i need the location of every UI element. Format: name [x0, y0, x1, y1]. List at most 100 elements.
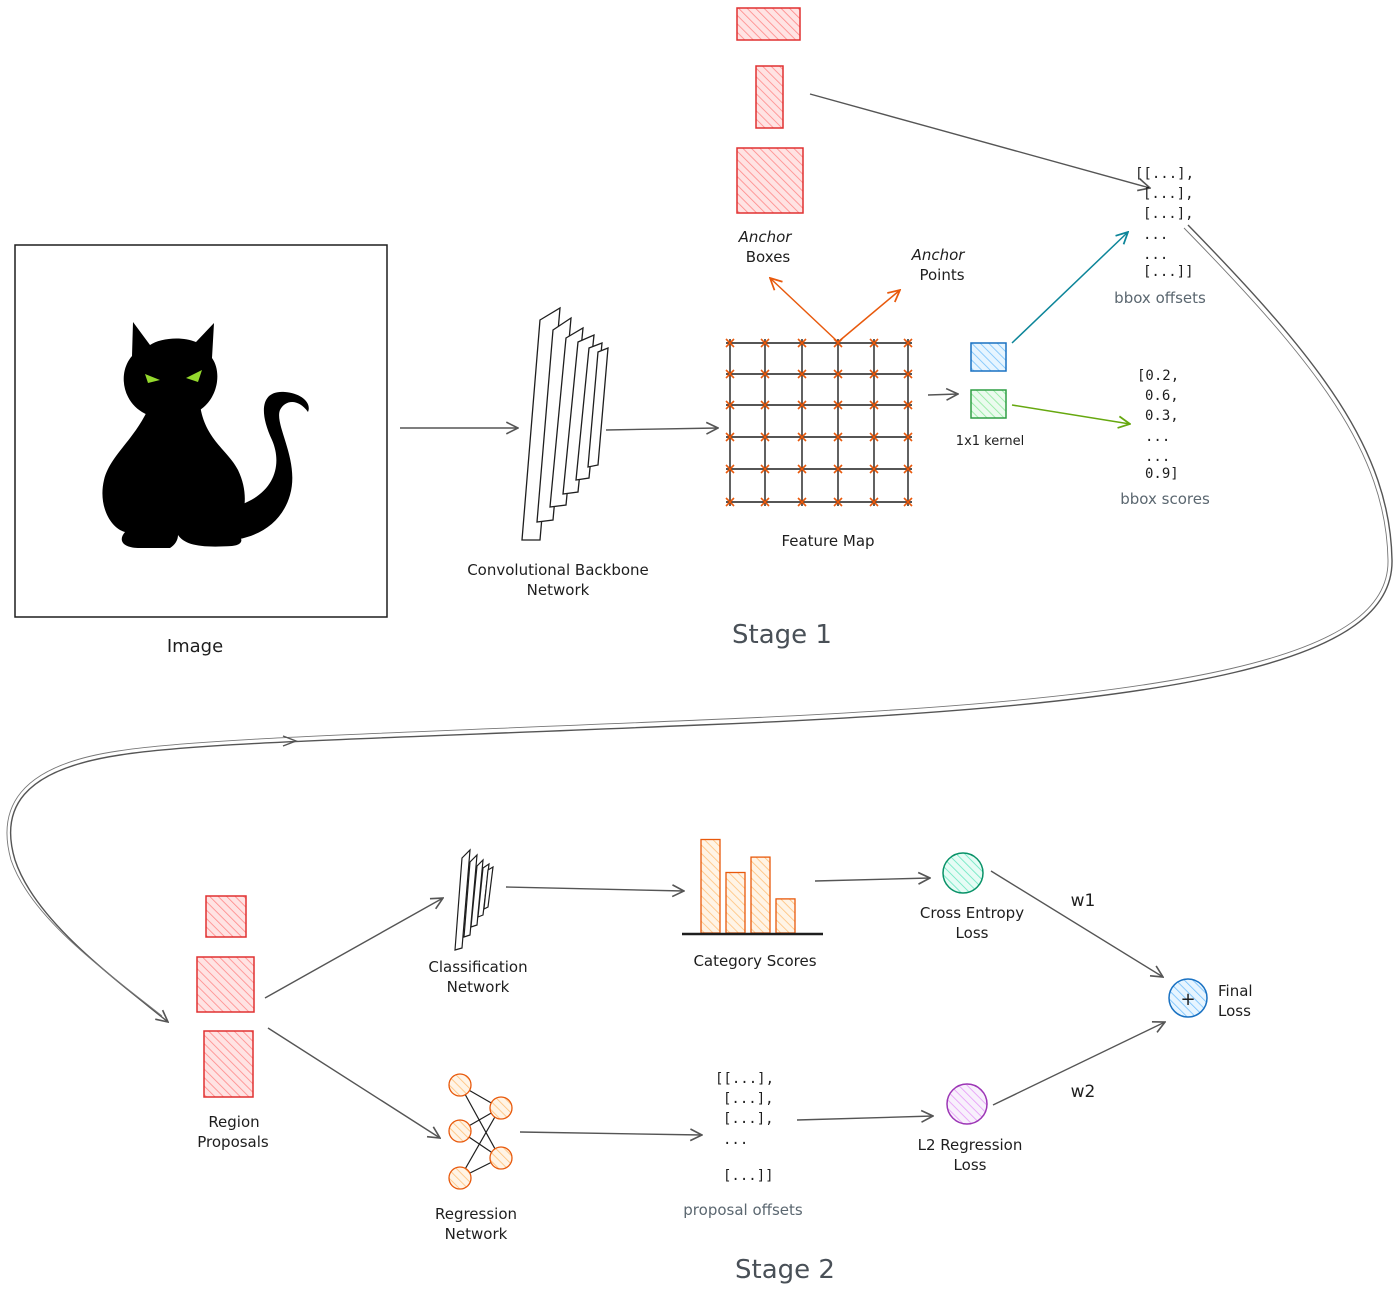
- backbone-label-2: Network: [527, 581, 590, 599]
- anchor-point-icon: [760, 369, 770, 379]
- bbox-offsets-line: [...],: [1143, 206, 1194, 222]
- final-loss-plus-icon: +: [1180, 989, 1195, 1010]
- bbox-scores-block: [0.2, 0.6, 0.3, ... ... 0.9] bbox scores: [1120, 368, 1210, 508]
- bbox-scores-line: 0.9]: [1145, 466, 1179, 482]
- proposal-box: [203, 1030, 254, 1098]
- bbox-scores-line: 0.3,: [1145, 408, 1179, 424]
- anchor-box-tall: [755, 65, 784, 129]
- anchor-points-label-1: Anchor: [911, 246, 966, 264]
- proposal-offsets-line: [...]]: [723, 1168, 774, 1184]
- anchor-point-icon: [725, 369, 735, 379]
- edge-anchors-to-offsets: [809, 93, 1150, 188]
- anchor-point-icon: [725, 497, 735, 507]
- classification-network-icon: [454, 848, 494, 951]
- bbox-offsets-line: [[...],: [1135, 166, 1194, 182]
- anchor-boxes: [736, 7, 804, 214]
- conv-backbone-icon: [521, 306, 609, 541]
- anchor-point-icon: [725, 400, 735, 410]
- anchor-boxes-label-2: Boxes: [746, 248, 791, 266]
- anchor-points-label-2: Points: [919, 266, 964, 284]
- edge-classification-to-scores: [505, 887, 684, 891]
- regression-network-icon: [448, 1073, 513, 1190]
- bbox-offsets-line: ...: [1143, 227, 1168, 243]
- edge-offsets-to-l2-loss: [796, 1116, 933, 1120]
- bbox-offsets-line: ...: [1143, 247, 1168, 263]
- edge-kernel-to-offsets: [1011, 232, 1128, 344]
- anchor-point-icon: [760, 400, 770, 410]
- classification-label-2: Network: [447, 978, 510, 996]
- anchor-point-icon: [797, 464, 807, 474]
- bbox-scores-line: ...: [1145, 449, 1170, 465]
- category-score-bar: [700, 838, 721, 934]
- proposal-offsets-line: ...: [723, 1132, 748, 1148]
- proposal-box: [196, 956, 255, 1013]
- anchor-point-icon: [833, 400, 843, 410]
- region-proposals-label-1: Region: [208, 1113, 259, 1131]
- weight-w2-label: w2: [1071, 1082, 1096, 1102]
- cross-entropy-label-1: Cross Entropy: [920, 904, 1024, 922]
- region-proposals: [196, 895, 255, 1098]
- cross-entropy-node: [942, 852, 984, 894]
- anchor-point-icon: [903, 369, 913, 379]
- anchor-point-icon: [797, 432, 807, 442]
- edge-stage1-to-stage2-sketch: [6, 227, 1389, 1017]
- edge-stage1-to-stage2: [9, 224, 1393, 1022]
- anchor-point-icon: [833, 464, 843, 474]
- category-score-bar: [750, 856, 771, 934]
- bbox-offsets-block: [[...], [...], [...], ... ... [...]] bbo…: [1114, 166, 1206, 307]
- feature-map-label: Feature Map: [781, 532, 874, 550]
- bbox-scores-label: bbox scores: [1120, 490, 1210, 508]
- anchor-point-icon: [833, 369, 843, 379]
- final-loss-label-1: Final: [1218, 982, 1253, 1000]
- input-image: Image: [14, 244, 388, 657]
- anchor-point-icon: [760, 497, 770, 507]
- anchor-point-icon: [797, 400, 807, 410]
- anchor-point-icon: [797, 369, 807, 379]
- image-label: Image: [167, 636, 223, 657]
- edge-regression-to-offsets: [519, 1132, 702, 1135]
- stage-1-label: Stage 1: [732, 620, 832, 650]
- edge-to-anchor-points: [837, 290, 900, 343]
- anchor-boxes-label-1: Anchor: [738, 228, 793, 246]
- anchor-point-icon: [760, 464, 770, 474]
- kernel-regression-box: [970, 342, 1007, 372]
- edge-l2-to-final: [992, 1022, 1165, 1106]
- category-scores-chart: [700, 838, 796, 934]
- kernel-label: 1x1 kernel: [956, 434, 1024, 449]
- weight-w1-label: w1: [1071, 891, 1096, 911]
- bbox-scores-line: ...: [1145, 429, 1170, 445]
- proposal-offsets-line: [...],: [723, 1111, 774, 1127]
- bbox-offsets-line: [...]]: [1143, 264, 1194, 280]
- anchor-point-icon: [869, 338, 879, 348]
- anchor-point-icon: [760, 432, 770, 442]
- anchor-point-icon: [903, 497, 913, 507]
- category-score-bar: [725, 871, 746, 934]
- final-loss-node: [1168, 978, 1208, 1018]
- anchor-point-icon: [903, 432, 913, 442]
- anchor-point-icon: [869, 464, 879, 474]
- anchor-point-icon: [833, 497, 843, 507]
- proposal-box: [205, 895, 247, 938]
- backbone-label-1: Convolutional Backbone: [467, 561, 649, 579]
- edge-proposals-to-regression: [267, 1027, 440, 1138]
- l2-loss-node: [946, 1083, 988, 1125]
- proposal-offsets-line: [...],: [723, 1091, 774, 1107]
- bbox-scores-line: 0.6,: [1145, 388, 1179, 404]
- category-scores-label: Category Scores: [693, 952, 816, 970]
- anchor-point-icon: [903, 338, 913, 348]
- category-score-bar: [775, 898, 796, 934]
- curve-midpoint-arrow-icon: [282, 735, 298, 747]
- anchor-point-icon: [903, 400, 913, 410]
- edge-to-anchor-boxes: [770, 278, 839, 343]
- l2-loss-label-2: Loss: [954, 1156, 987, 1174]
- anchor-point-icon: [833, 432, 843, 442]
- bbox-offsets-label: bbox offsets: [1114, 289, 1206, 307]
- bbox-scores-line: [0.2,: [1137, 368, 1179, 384]
- anchor-point-icon: [797, 338, 807, 348]
- stage-2-label: Stage 2: [735, 1255, 835, 1285]
- proposal-offsets-block: [[...], [...], [...], ... [...]] proposa…: [683, 1071, 803, 1219]
- regression-label-2: Network: [445, 1225, 508, 1243]
- anchor-point-icon: [869, 497, 879, 507]
- anchor-point-icon: [869, 400, 879, 410]
- region-proposals-label-2: Proposals: [197, 1133, 269, 1151]
